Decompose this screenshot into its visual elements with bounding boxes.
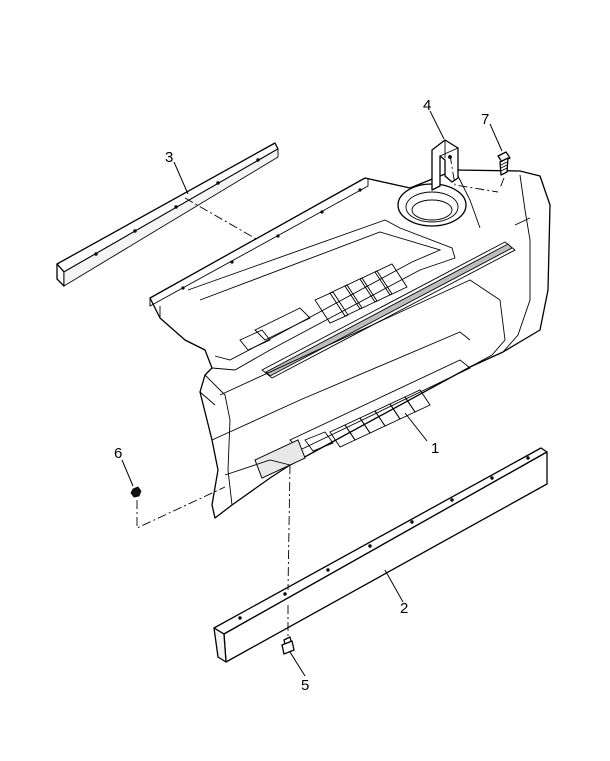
callout-5: 5 bbox=[301, 677, 309, 694]
callout-2: 2 bbox=[400, 600, 408, 617]
part-7-screw bbox=[497, 151, 511, 176]
callout-7: 7 bbox=[481, 111, 489, 128]
alignment-lines bbox=[136, 154, 505, 637]
callout-4: 4 bbox=[423, 97, 431, 114]
part-3-upper-angle-strip bbox=[56, 142, 279, 287]
part-4-bracket bbox=[431, 139, 459, 191]
part-2-lower-angle-strip bbox=[213, 447, 548, 663]
part-5-screw bbox=[281, 636, 295, 655]
callout-leaders bbox=[121, 110, 503, 677]
callout-3: 3 bbox=[165, 149, 173, 166]
callout-1: 1 bbox=[431, 440, 439, 457]
callout-6: 6 bbox=[114, 445, 122, 462]
part-1-tailgate-panel bbox=[149, 169, 551, 519]
part-6-nut bbox=[130, 486, 142, 498]
